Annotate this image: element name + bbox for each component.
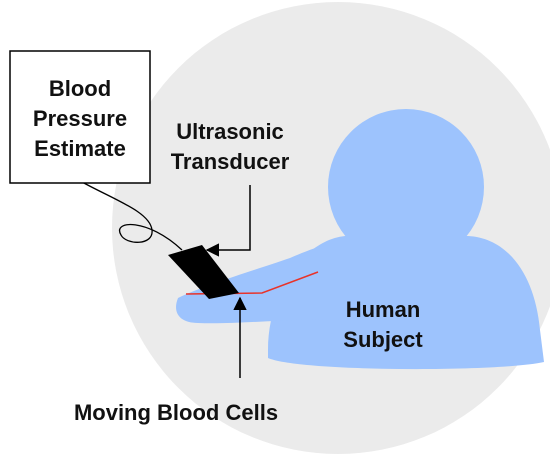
- subject-label-line-2: Subject: [343, 327, 423, 352]
- human-head: [328, 109, 484, 265]
- estimate-line-1: Blood: [49, 76, 111, 101]
- human-subject-figure: [176, 109, 544, 370]
- background-circle: [112, 2, 550, 454]
- transducer-label-line-2: Transducer: [171, 149, 290, 174]
- estimate-line-3: Estimate: [34, 136, 126, 161]
- transducer-label-line-1: Ultrasonic: [176, 119, 284, 144]
- estimate-line-2: Pressure: [33, 106, 127, 131]
- blood-cells-label: Moving Blood Cells: [74, 400, 278, 425]
- transducer-cable: [81, 181, 183, 251]
- ultrasonic-transducer: [168, 245, 239, 299]
- human-arm: [176, 240, 355, 324]
- estimate-box: [9, 50, 151, 184]
- subject-label-line-1: Human: [346, 297, 421, 322]
- transducer-arrow: [205, 185, 251, 257]
